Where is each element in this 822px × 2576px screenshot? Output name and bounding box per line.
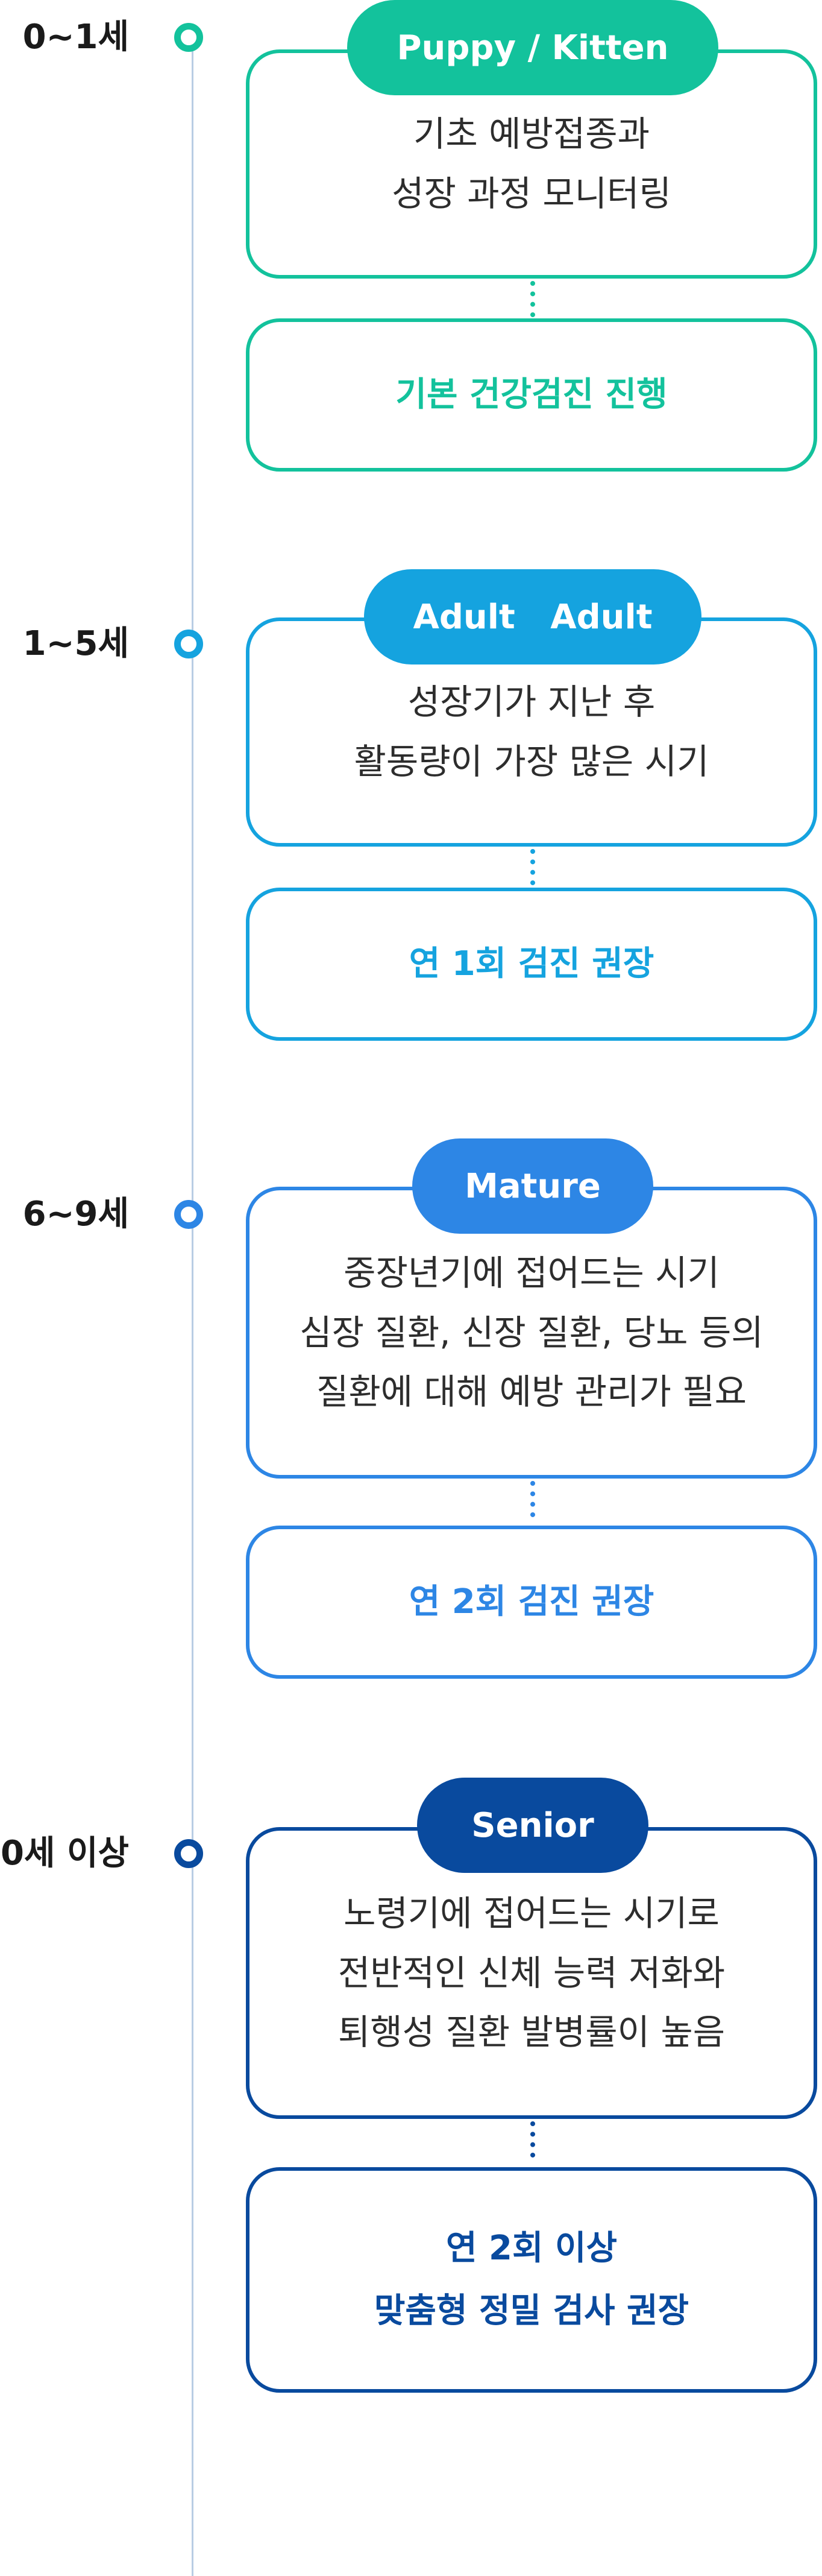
stage-age-label: 0~1세: [22, 17, 129, 57]
stage-connector: [530, 2121, 535, 2158]
stage-connector: [530, 849, 535, 885]
stage-recommendation-card: 연 2회 검진 권장: [246, 1526, 817, 1679]
stage-recommendation-card: 연 1회 검진 권장: [246, 888, 817, 1041]
stage-age-label: 10세 이상: [0, 1834, 129, 1873]
stage-description-line: 성장기가 지난 후: [407, 681, 656, 723]
stage-description-line: 심장 질환, 신장 질환, 당뇨 등의: [300, 1312, 764, 1353]
stage-recommendation-card: 기본 건강검진 진행: [246, 318, 817, 472]
stage-description-line: 질환에 대해 예방 관리가 필요: [316, 1371, 747, 1413]
stage-title-pill: Senior: [417, 1778, 648, 1873]
stage-recommendation-text: 기본 건강검진 진행: [395, 375, 668, 415]
timeline-dot: [174, 1839, 203, 1868]
stage-description-line: 퇴행성 질환 발병률이 높음: [337, 2012, 726, 2053]
stage-recommendation-text: 연 2회 검진 권장: [409, 1582, 654, 1622]
stage-description-card: 노령기에 접어드는 시기로 전반적인 신체 능력 저화와 퇴행성 질환 발병률이…: [246, 1827, 817, 2119]
stage-description-line: 중장년기에 접어드는 시기: [344, 1252, 720, 1294]
timeline-dot: [174, 630, 203, 658]
stage-recommendation-card: 연 2회 이상 맞춤형 정밀 검사 권장: [246, 2167, 817, 2393]
stage-title-pill: Mature: [412, 1138, 653, 1234]
stage-description-line: 활동량이 가장 많은 시기: [354, 741, 709, 782]
stage-recommendation-text: 연 2회 이상: [445, 2229, 618, 2268]
stage-title-pill: Adult Adult: [364, 569, 701, 665]
stage-recommendation-text: 맞춤형 정밀 검사 권장: [374, 2291, 689, 2331]
stage-recommendation-text: 연 1회 검진 권장: [409, 944, 654, 984]
stage-description-line: 기초 예방접종과: [413, 113, 650, 155]
stage-description-line: 성장 과정 모니터링: [392, 173, 671, 214]
stage-age-label: 6~9세: [22, 1195, 129, 1234]
stage-connector: [530, 281, 535, 317]
timeline-dot: [174, 1200, 203, 1229]
stage-connector: [530, 1481, 535, 1517]
stage-description-line: 노령기에 접어드는 시기로: [344, 1893, 720, 1934]
stage-age-label: 1~5세: [22, 624, 129, 663]
timeline-line: [192, 36, 193, 2576]
stage-description-card: 중장년기에 접어드는 시기 심장 질환, 신장 질환, 당뇨 등의 질환에 대해…: [246, 1187, 817, 1479]
timeline-dot: [174, 23, 203, 52]
stage-description-line: 전반적인 신체 능력 저화와: [337, 1952, 726, 1994]
stage-title-pill: Puppy / Kitten: [347, 0, 718, 95]
